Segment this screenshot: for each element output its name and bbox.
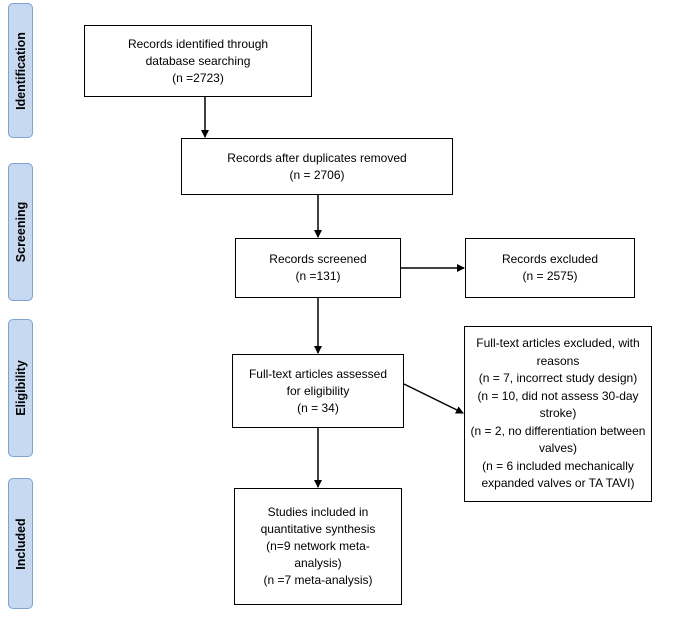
fulltext-assessed-box: Full-text articles assessed for eligibil… xyxy=(232,354,404,428)
box-line: analysis) xyxy=(294,556,342,570)
box-line: valves) xyxy=(538,441,577,456)
box-line: Records identified through xyxy=(127,36,269,51)
box-line: (n = 6 included mechanically xyxy=(482,458,634,473)
box-line: stroke) xyxy=(539,406,577,421)
prisma-flow-diagram: Identification Screening Eligibility Inc… xyxy=(8,3,652,613)
box-line: Full-text articles assessed xyxy=(248,366,388,381)
box-line: (n =131) xyxy=(295,269,341,283)
box-line: (n = 2575) xyxy=(522,269,578,283)
box-line: (n = 7, incorrect study design) xyxy=(478,371,638,386)
box-line: Records after duplicates removed xyxy=(227,150,407,165)
box-line: database searching xyxy=(145,53,251,68)
phase-screening: Screening xyxy=(8,163,33,301)
box-line: for eligibility xyxy=(286,383,350,398)
box-line: Records excluded xyxy=(501,252,599,266)
box-line: (n=9 network meta- xyxy=(266,539,370,553)
phase-eligibility: Eligibility xyxy=(8,319,33,457)
box-line: (n = 10, did not assess 30-day xyxy=(477,388,639,403)
flow-arrows xyxy=(201,97,465,488)
box-line: (n = 34) xyxy=(297,400,339,415)
box-line: Studies included in xyxy=(267,505,369,519)
phase-identification: Identification xyxy=(8,3,33,138)
records-after-duplicates-box: Records after duplicates removed (n = 27… xyxy=(181,138,453,195)
box-line: (n = 2706) xyxy=(289,167,345,182)
arrow-fulltext-to-excluded xyxy=(403,383,464,414)
box-line: Full-text articles excluded, with xyxy=(476,336,640,351)
phase-included: Included xyxy=(8,478,33,609)
box-line: quantitative synthesis xyxy=(260,522,376,536)
box-line: Records screened xyxy=(269,252,367,266)
box-line: (n = 2, no differentiation between xyxy=(470,423,646,438)
box-line: (n =2723) xyxy=(172,70,224,85)
box-line: (n =7 meta-analysis) xyxy=(263,573,373,587)
records-excluded-box: Records excluded (n = 2575) xyxy=(465,238,635,298)
studies-included-box: Studies included in quantitative synthes… xyxy=(234,488,402,605)
box-line: expanded valves or TA TAVI) xyxy=(481,476,635,491)
records-screened-box: Records screened (n =131) xyxy=(235,238,401,298)
fulltext-excluded-box: Full-text articles excluded, with reason… xyxy=(464,326,652,502)
records-identified-box: Records identified through database sear… xyxy=(84,25,312,97)
box-line: reasons xyxy=(536,353,580,368)
